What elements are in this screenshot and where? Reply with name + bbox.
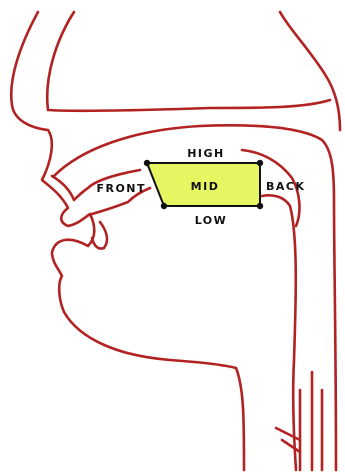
vocal-tract-outline bbox=[11, 12, 340, 470]
label-mid: MID bbox=[191, 180, 220, 193]
label-back: BACK bbox=[266, 180, 306, 193]
label-front: FRONT bbox=[96, 182, 146, 195]
nasal-cavity-outline bbox=[47, 12, 330, 111]
corner-dot-high-front bbox=[144, 160, 150, 166]
corner-dot-low-front bbox=[161, 203, 167, 209]
larynx-outline bbox=[276, 428, 300, 440]
corner-dot-low-back bbox=[257, 203, 263, 209]
face-profile-outline bbox=[11, 12, 244, 470]
corner-dot-high-back bbox=[257, 160, 263, 166]
back-of-head-outline bbox=[280, 12, 340, 130]
label-low: LOW bbox=[195, 214, 228, 227]
larynx-outline bbox=[282, 440, 300, 452]
label-high: HIGH bbox=[187, 147, 225, 160]
